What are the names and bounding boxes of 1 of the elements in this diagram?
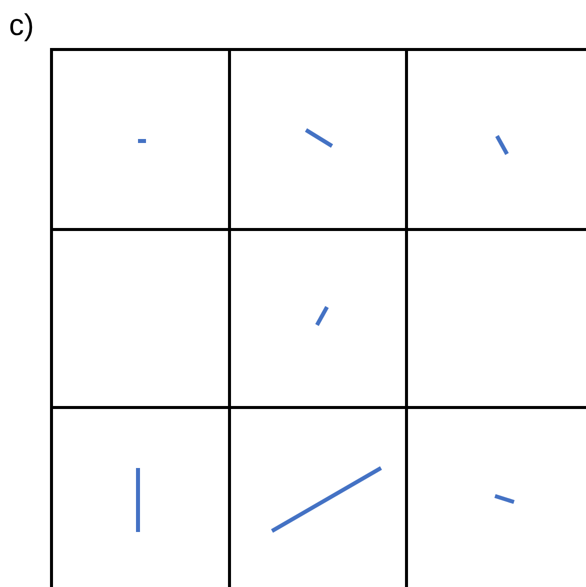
panel-label: c) <box>9 8 34 44</box>
